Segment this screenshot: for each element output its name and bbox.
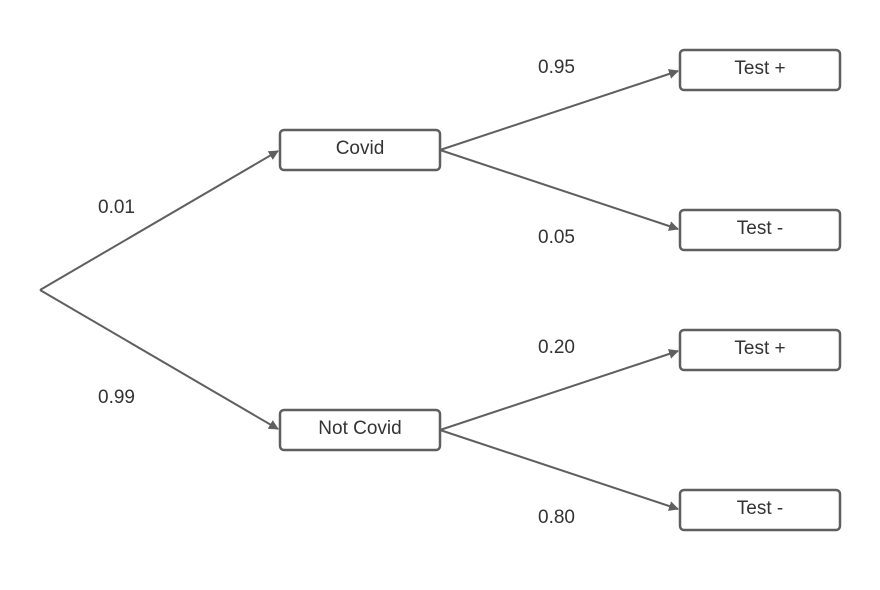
node-covid-test-positive-label: Test + xyxy=(734,58,785,79)
edge-covid-to-test-positive xyxy=(439,69,679,151)
prob-label-covid: 0.01 xyxy=(98,197,135,218)
node-not-covid-label: Not Covid xyxy=(318,418,401,439)
prob-label-covid-test-negative: 0.05 xyxy=(538,227,575,248)
edge-root-to-covid xyxy=(39,150,279,291)
node-not-covid-test-negative: Test - xyxy=(678,488,842,532)
edge-not-covid-to-test-negative xyxy=(439,429,679,511)
edge-not-covid-to-test-positive xyxy=(439,349,679,431)
node-not-covid: Not Covid xyxy=(278,408,442,452)
node-covid-test-negative-label: Test - xyxy=(737,218,783,239)
node-covid-label: Covid xyxy=(336,138,385,159)
node-covid: Covid xyxy=(278,128,442,172)
edge-root-to-not-covid xyxy=(39,289,279,430)
node-not-covid-test-positive-label: Test + xyxy=(734,338,785,359)
prob-label-not-covid-test-negative: 0.80 xyxy=(538,507,575,528)
node-not-covid-test-positive: Test + xyxy=(678,328,842,372)
prob-label-not-covid: 0.99 xyxy=(98,387,135,408)
node-covid-test-negative: Test - xyxy=(678,208,842,252)
edge-covid-to-test-negative xyxy=(439,149,679,231)
node-covid-test-positive: Test + xyxy=(678,48,842,92)
prob-label-not-covid-test-positive: 0.20 xyxy=(538,337,575,358)
node-not-covid-test-negative-label: Test - xyxy=(737,498,783,519)
prob-label-covid-test-positive: 0.95 xyxy=(538,57,575,78)
